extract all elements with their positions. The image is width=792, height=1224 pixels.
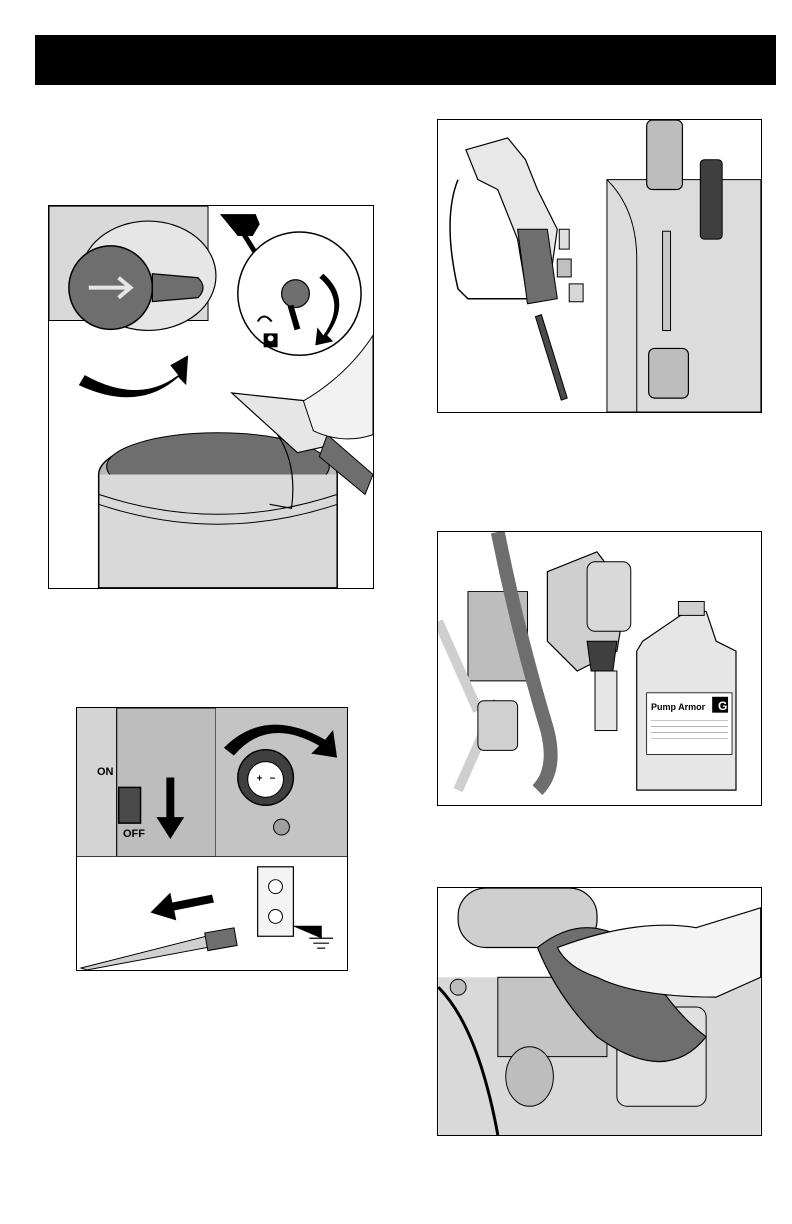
pump-armor-illustration (438, 532, 761, 805)
figure-power-off-unplug: + − ON OFF (76, 707, 348, 971)
filter-screen-icon (700, 160, 722, 239)
jug-brand-label: Pump Armor (651, 702, 705, 712)
power-outlet-icon (258, 867, 294, 936)
jug-logo-mark: G (718, 699, 727, 713)
switch-on-label: ON (97, 766, 114, 778)
power-off-illustration: + − (77, 708, 347, 970)
trigger-gun-pail-illustration (49, 206, 373, 588)
section-header-bar (35, 35, 776, 85)
figure-trigger-gun-pail (48, 205, 374, 589)
figure-gun-filter-parts (437, 119, 762, 413)
switch-off-label: OFF (123, 828, 145, 840)
power-switch-icon (119, 787, 141, 823)
svg-text:+: + (257, 773, 263, 784)
figure-pump-armor: Pump Armor G (437, 531, 762, 806)
svg-text:−: − (270, 773, 276, 784)
wipe-sprayer-illustration (438, 888, 761, 1135)
figure-wipe-sprayer (437, 887, 762, 1136)
gun-filter-parts-illustration (438, 120, 761, 412)
